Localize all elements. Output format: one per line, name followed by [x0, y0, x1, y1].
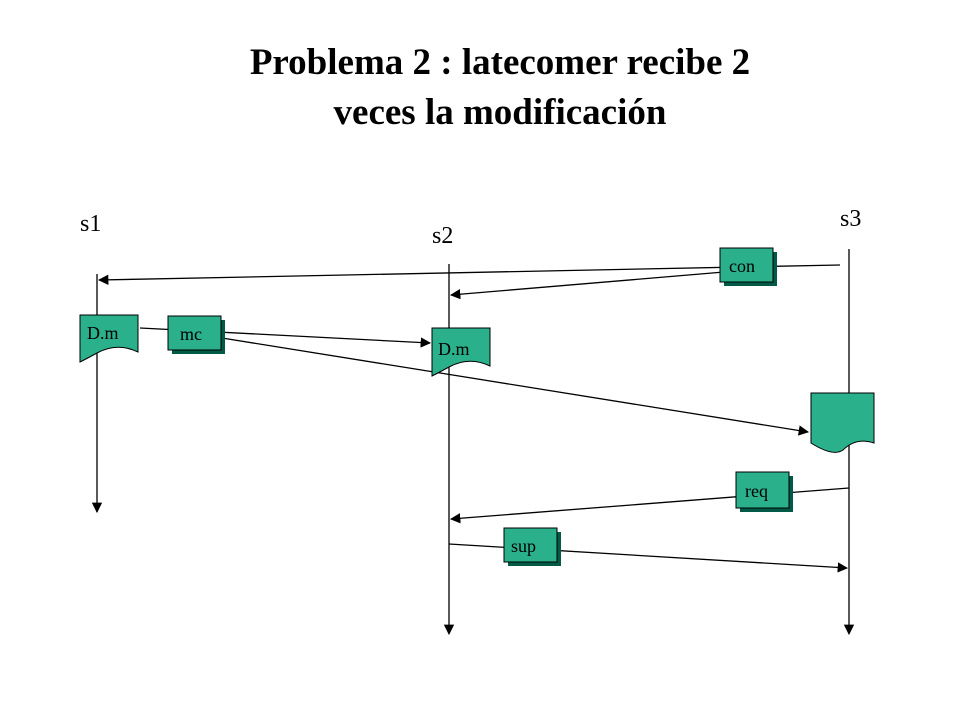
- message-label-sup: sup: [511, 536, 536, 556]
- arrow-con-to-s1: [97, 264, 841, 286]
- diagram-title: Problema 2 : latecomer recibe 2 veces la…: [0, 38, 960, 138]
- arrow-mc-to-s3: [221, 337, 810, 436]
- document-s2: D.m: [431, 327, 491, 377]
- message-box-con: con: [719, 247, 777, 286]
- title-line-1: Problema 2 : latecomer recibe 2: [249, 42, 751, 83]
- message-label-req: req: [745, 481, 768, 501]
- process-label-s1: s1: [80, 211, 101, 237]
- arrow-con-to-s2: [449, 271, 725, 300]
- document-s2-label: D.m: [438, 339, 470, 359]
- message-box-sup: sup: [503, 527, 561, 566]
- message-box-req: req: [735, 471, 793, 512]
- process-label-s2: s2: [432, 223, 453, 249]
- document-s1-label: D.m: [87, 323, 119, 343]
- message-label-mc: mc: [180, 324, 202, 344]
- document-s3: [810, 392, 875, 453]
- message-label-con: con: [729, 256, 755, 276]
- process-label-s3: s3: [840, 206, 861, 232]
- message-box-mc: mc: [167, 315, 225, 354]
- title-line-2: veces la modificación: [333, 92, 667, 133]
- document-s1: D.m: [79, 314, 139, 363]
